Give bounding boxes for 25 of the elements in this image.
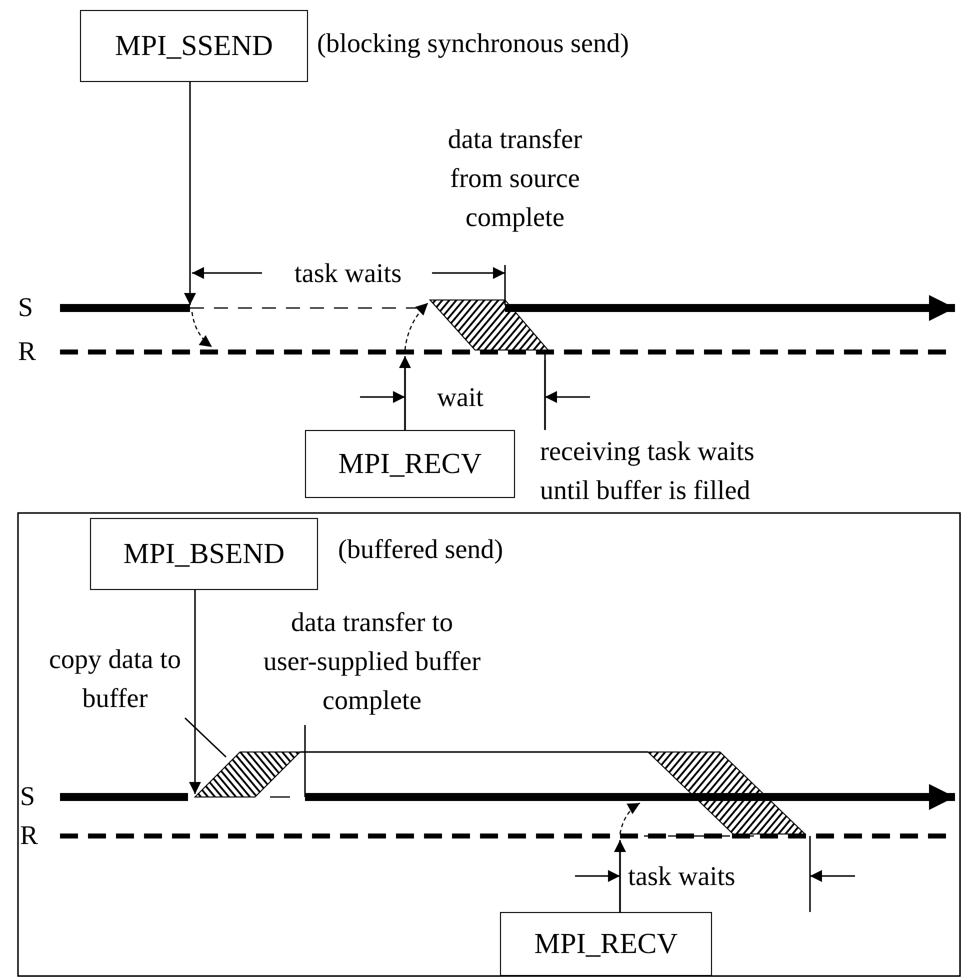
leader-line: [300, 751, 648, 753]
function-box: MPI_RECV: [500, 912, 712, 976]
hatched-block: [646, 752, 806, 834]
dimension-label: task waits: [628, 860, 736, 893]
function-box: MPI_SSEND: [80, 10, 308, 82]
timeline-label: S: [18, 291, 34, 324]
leader-line: [184, 717, 227, 758]
leader-line: [399, 356, 411, 430]
dimension-label: wait: [437, 381, 484, 414]
annotation-text: data transfer from source complete: [446, 123, 584, 234]
node-label: (buffered send): [338, 533, 504, 566]
leader-line: [614, 840, 626, 912]
timeline-label: S: [20, 780, 36, 813]
annotation-text: receiving task waits until buffer is filled: [540, 435, 756, 507]
hatched-block: [194, 752, 302, 798]
leader-line: [184, 82, 196, 305]
annotation-text: data transfer to user-supplied buffer complete: [262, 606, 482, 717]
timeline-label: R: [20, 819, 38, 852]
hatched-block: [428, 300, 550, 350]
node-label: (blocking synchronous send): [317, 27, 629, 60]
leader-line: [189, 590, 201, 794]
function-box: MPI_BSEND: [90, 518, 318, 590]
function-box: MPI_RECV: [305, 430, 515, 498]
timeline-label: R: [18, 335, 36, 368]
callout-text: copy data to buffer: [45, 640, 185, 718]
